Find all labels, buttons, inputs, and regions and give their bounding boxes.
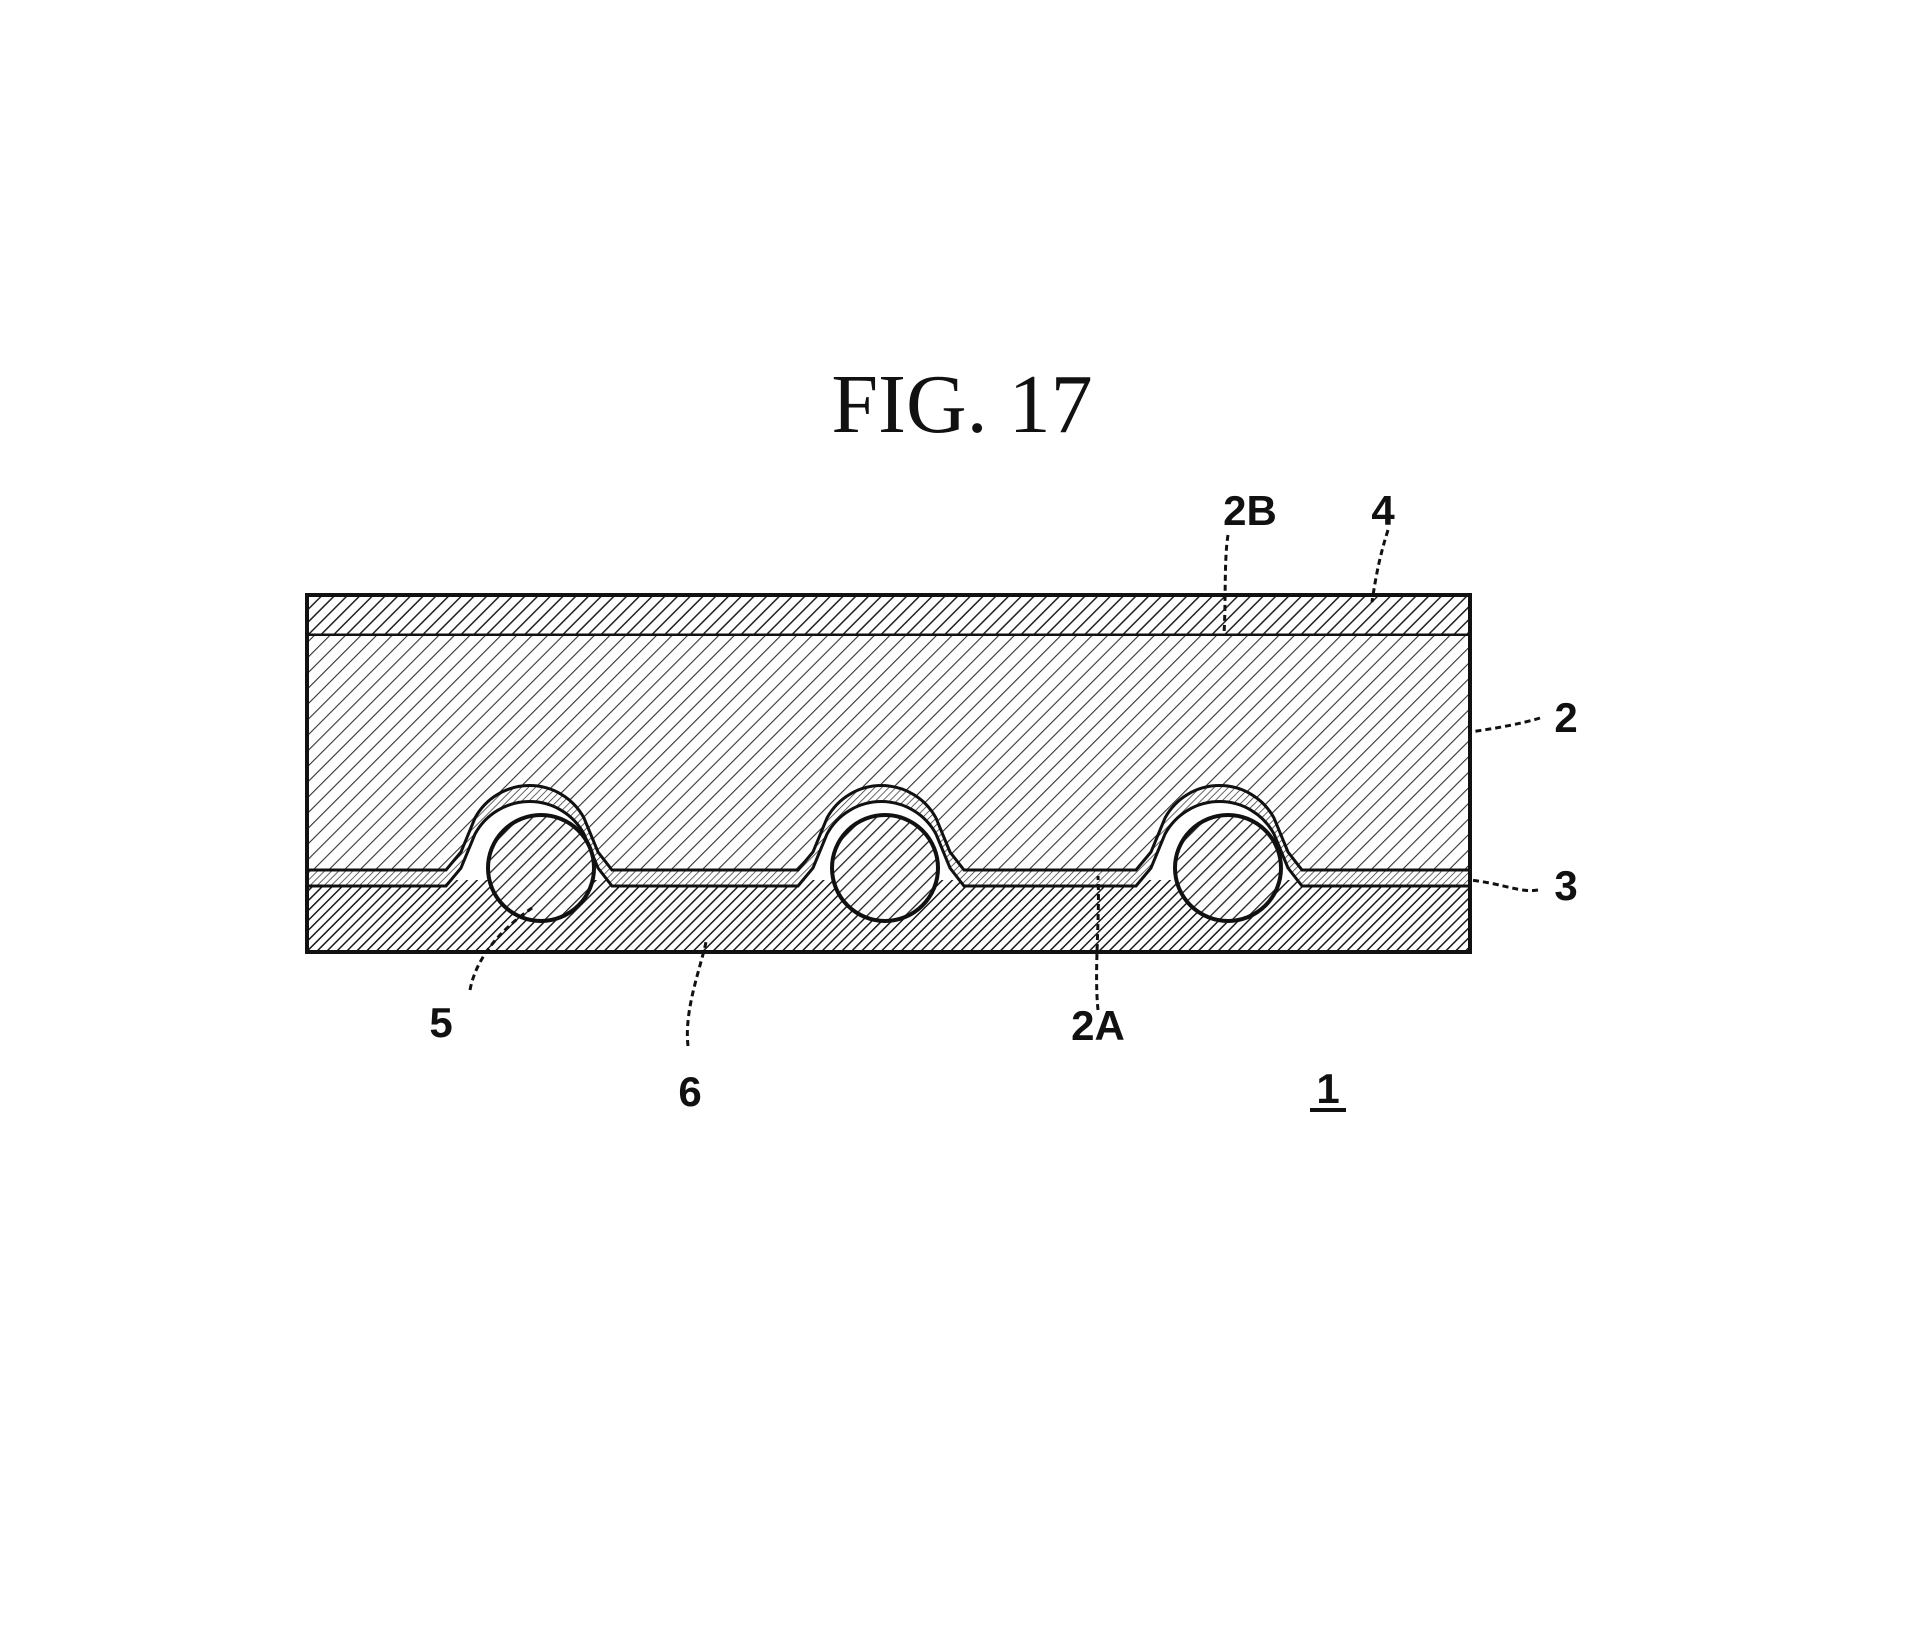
ball-5-left (486, 813, 596, 923)
layer-2-main-body (307, 636, 1470, 870)
laminate-outline (305, 593, 1472, 954)
leader-6 (685, 941, 708, 1047)
layer-3-thin-film (307, 784, 1470, 888)
label-6: 6 (678, 1068, 701, 1115)
ball-5-right (1173, 813, 1283, 923)
label-1: 1 (1316, 1065, 1339, 1112)
leader-2A (1095, 875, 1100, 1011)
ball-5-center (830, 813, 940, 923)
layer-4-top-coating (305, 593, 1472, 637)
label-5: 5 (429, 999, 452, 1046)
leader-5 (468, 906, 533, 991)
leader-4 (1370, 529, 1390, 603)
label-2A: 2A (1071, 1002, 1125, 1049)
label-2: 2 (1554, 694, 1577, 741)
leader-3 (1469, 878, 1539, 893)
leader-2 (1469, 716, 1541, 734)
label-2B: 2B (1223, 487, 1277, 534)
label-3: 3 (1554, 862, 1577, 909)
figure-title: FIG. 17 (831, 358, 1092, 451)
label-4: 4 (1371, 487, 1395, 534)
